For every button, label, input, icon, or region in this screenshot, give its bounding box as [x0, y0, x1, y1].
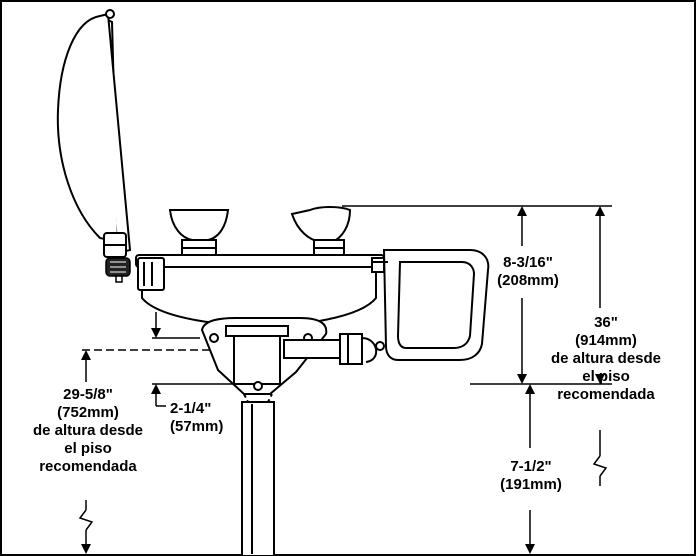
dimension-bowl-height: 29-5/8" (752mm) de altura desde el piso … — [18, 386, 158, 476]
drain-valve-assembly — [200, 317, 385, 403]
dimension-lower-height: 7-1/2" (191mm) — [488, 458, 574, 494]
spray-head-right — [290, 206, 352, 257]
bowl-height-note-3: recomendada — [39, 458, 137, 475]
bowl-height-value: 29-5/8" — [63, 386, 113, 403]
top-height-value: 8-3/16" — [503, 254, 553, 271]
pedestal-pipe — [241, 401, 275, 556]
lower-height-metric: (191mm) — [500, 476, 562, 493]
dimension-drain-offset: 2-1/4" (57mm) — [170, 400, 250, 436]
top-height-metric: (208mm) — [497, 272, 559, 289]
cover-hinge-knob — [105, 257, 131, 283]
overall-height-note-1: de altura desde — [550, 350, 662, 367]
dimension-arrows — [81, 206, 605, 554]
drain-offset-metric: (57mm) — [170, 418, 224, 435]
overall-height-note-3: recomendada — [557, 386, 655, 403]
spray-head-left — [168, 209, 230, 257]
overall-height-note-2: el piso — [582, 368, 630, 385]
bowl-height-metric: (752mm) — [57, 404, 119, 421]
dimension-top-height: 8-3/16" (208mm) — [488, 254, 568, 290]
drain-offset-value: 2-1/4" — [170, 400, 212, 417]
dimension-overall-height: 36" (914mm) de altura desde el piso reco… — [536, 314, 676, 404]
bowl-height-note-1: de altura desde — [32, 422, 144, 439]
overall-height-value: 36" — [594, 314, 618, 331]
bowl — [135, 254, 385, 328]
dust-cover — [56, 9, 132, 258]
push-flag-handle — [371, 249, 490, 361]
bowl-height-note-2: el piso — [64, 440, 112, 457]
lower-height-value: 7-1/2" — [510, 458, 552, 475]
overall-height-metric: (914mm) — [575, 332, 637, 349]
